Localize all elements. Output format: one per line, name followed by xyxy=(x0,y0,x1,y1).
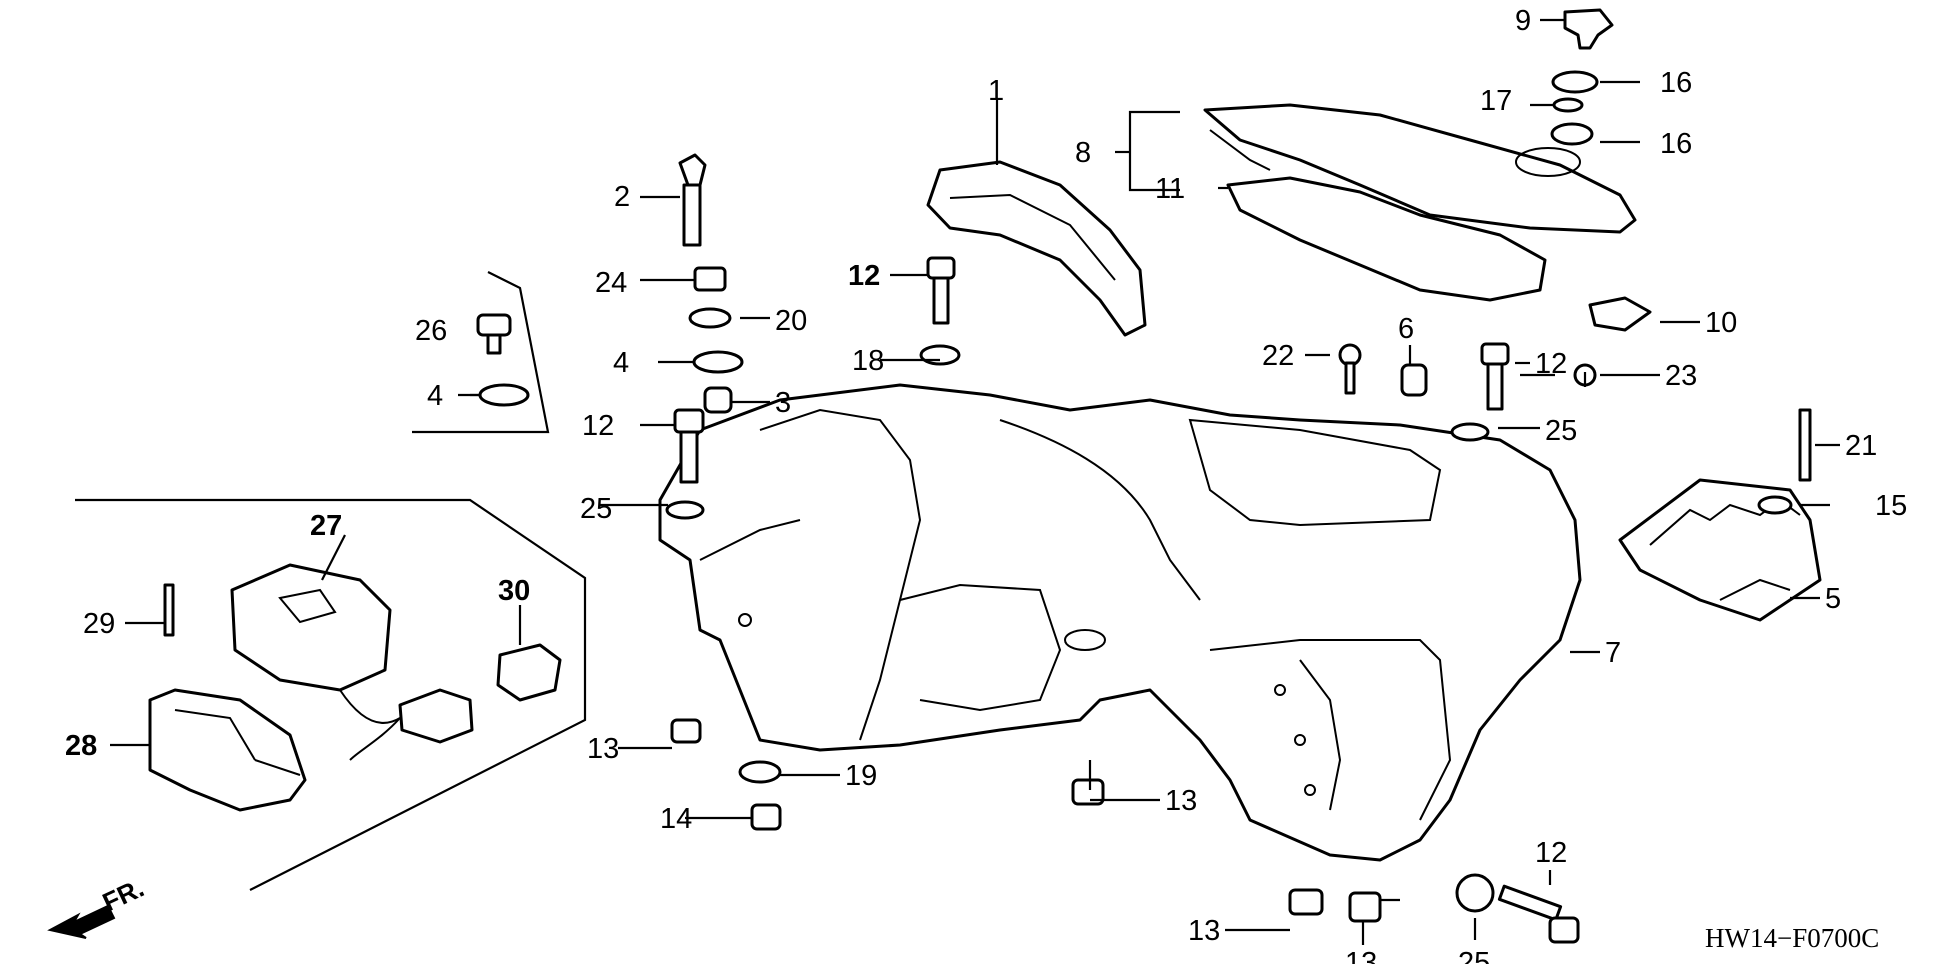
callout-11: 11 xyxy=(1155,173,1185,205)
callout-13a: 13 xyxy=(587,733,619,765)
callout-7: 7 xyxy=(1605,637,1621,669)
callout-21: 21 xyxy=(1845,430,1877,462)
module-27 xyxy=(230,563,401,724)
box-upper-left xyxy=(412,271,550,434)
front-arrow-icon: FR. xyxy=(47,873,149,939)
meter-cover-1 xyxy=(926,160,1147,337)
leader-lines xyxy=(110,18,1840,945)
reference-code: HW14−F0700C xyxy=(1705,923,1879,953)
connector-30 xyxy=(496,643,562,702)
callout-5: 5 xyxy=(1825,583,1841,615)
callout-10: 10 xyxy=(1705,307,1737,339)
box-lower-left xyxy=(75,498,587,891)
callout-12b: 12 xyxy=(582,410,614,442)
callout-22: 22 xyxy=(1262,340,1294,372)
callout-25a: 25 xyxy=(580,493,612,525)
callout-19: 19 xyxy=(845,760,877,792)
callout-28: 28 xyxy=(65,730,97,762)
callout-20: 20 xyxy=(775,305,807,337)
callout-23: 23 xyxy=(1665,360,1697,392)
callout-6: 6 xyxy=(1398,313,1414,345)
callout-4a: 4 xyxy=(613,347,629,379)
callout-16b: 16 xyxy=(1660,128,1692,160)
callout-15: 15 xyxy=(1875,490,1907,522)
callout-25c: 25 xyxy=(1458,947,1490,964)
callout-14: 14 xyxy=(660,803,692,835)
connector-27a xyxy=(349,688,474,761)
callout-17: 17 xyxy=(1480,85,1512,117)
tank-cover-7 xyxy=(658,383,1582,862)
callout-12a: 12 xyxy=(848,260,880,292)
callout-8: 8 xyxy=(1075,137,1091,169)
callout-9: 9 xyxy=(1515,5,1531,37)
callout-27: 27 xyxy=(310,510,342,542)
callout-12c: 12 xyxy=(1535,348,1567,380)
callout-25b: 25 xyxy=(1545,415,1577,447)
bracket-28 xyxy=(148,688,307,812)
fasteners xyxy=(163,8,1812,944)
callout-13b: 13 xyxy=(1165,785,1197,817)
callout-2: 2 xyxy=(614,181,630,213)
callouts: 1 2 3 4 4 5 6 7 8 9 10 11 12 12 12 12 13… xyxy=(65,5,1907,964)
callout-13c: 13 xyxy=(1188,915,1220,947)
callout-12d: 12 xyxy=(1535,837,1567,869)
top-panel-8 xyxy=(1203,103,1637,302)
callout-16a: 16 xyxy=(1660,67,1692,99)
callout-1: 1 xyxy=(988,75,1004,107)
callout-30: 30 xyxy=(498,575,530,607)
callout-4b: 4 xyxy=(427,380,443,412)
callout-18: 18 xyxy=(852,345,884,377)
callout-24: 24 xyxy=(595,267,627,299)
callout-26: 26 xyxy=(415,315,447,347)
callout-29: 29 xyxy=(83,608,115,640)
callout-3: 3 xyxy=(775,387,791,419)
callout-13d: 13 xyxy=(1345,947,1377,964)
